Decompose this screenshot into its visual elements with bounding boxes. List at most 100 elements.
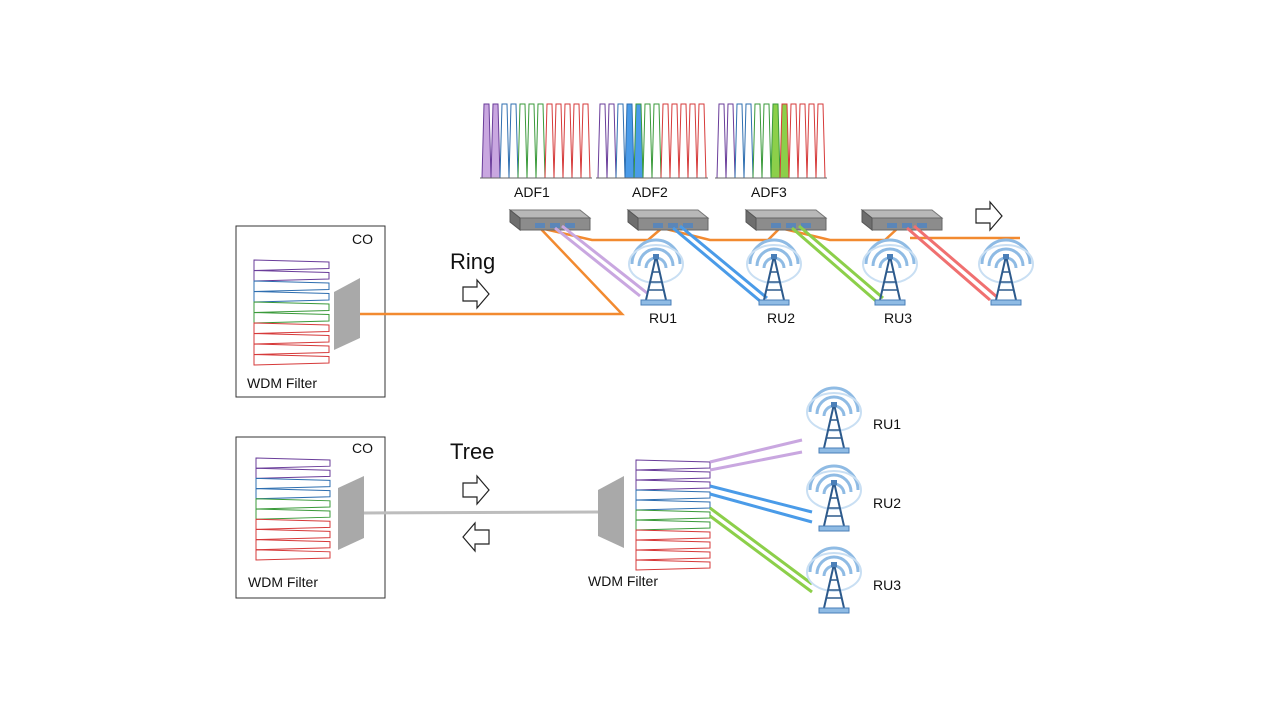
adf-spectrum-channel <box>797 103 808 179</box>
tree-remote-wdm-filter <box>635 459 711 571</box>
filter-channel <box>253 269 330 282</box>
adf3-device <box>745 209 827 231</box>
tree-ru1-label: RU1 <box>873 416 901 432</box>
filter-channel <box>635 549 711 561</box>
ring-co-mux <box>334 278 360 350</box>
adf-spectrum-channel <box>633 103 644 179</box>
ring-co-wdm-filter <box>253 259 330 366</box>
tree-ru2-tower-icon <box>805 464 863 533</box>
adf-spectrum-channel <box>597 103 608 179</box>
filter-channel <box>255 528 331 541</box>
adf-spectrum-channel <box>517 103 528 179</box>
filter-channel <box>635 519 711 531</box>
adf-spectrum-channel <box>743 103 754 179</box>
filter-channel <box>253 311 330 324</box>
tree-title: Tree <box>450 439 494 464</box>
adf4-device <box>861 209 943 231</box>
adf-spectrum-channel <box>725 103 736 179</box>
adf-spectrum-channel <box>499 103 510 179</box>
tree-drop-purple <box>709 438 803 472</box>
ring-co-box <box>235 225 386 398</box>
tree-ru1-tower-icon <box>805 386 863 455</box>
ring-co-filter-label: WDM Filter <box>247 375 317 391</box>
adf-spectrum-channel <box>660 103 671 179</box>
filter-channel <box>255 498 331 510</box>
ring-drop-purple <box>554 224 648 298</box>
filter-channel <box>253 322 330 335</box>
filter-channel <box>253 280 330 293</box>
adf-spectrum-channel <box>544 103 555 179</box>
filter-channel <box>253 259 330 272</box>
adf-spectrum-channel <box>651 103 662 179</box>
filter-channel <box>253 301 330 314</box>
adf-spectrum-channel <box>642 103 653 179</box>
filter-channel <box>635 479 711 491</box>
filter-channel <box>255 488 331 500</box>
adf-spectrum-channel <box>806 103 817 179</box>
adf-spectrum-channel <box>770 103 781 179</box>
adf-spectrum-channel <box>580 103 591 179</box>
tree-trunk-fiber <box>363 510 599 515</box>
filter-channel <box>255 508 331 520</box>
tree-downstream-arrow-icon <box>462 475 490 505</box>
adf-spectrum-channel <box>508 103 519 179</box>
adf-spectrum-channel <box>490 103 501 179</box>
adf-spectrum-channel <box>535 103 546 179</box>
adf2-label: ADF2 <box>632 184 668 200</box>
adf-spectrum-channel <box>815 103 826 179</box>
tree-upstream-arrow-icon <box>462 522 490 552</box>
filter-channel <box>255 549 331 561</box>
filter-channel <box>253 290 330 303</box>
ring-continue-arrow-icon <box>975 201 1003 231</box>
adf3-label: ADF3 <box>751 184 787 200</box>
adf-spectrum-channel <box>481 103 492 179</box>
adf-spectrum-channel <box>696 103 707 179</box>
filter-channel <box>635 499 711 511</box>
adf-spectrum-channel <box>687 103 698 179</box>
adf-spectrum-channel <box>788 103 799 179</box>
adf-spectrum-channel <box>669 103 680 179</box>
filter-channel <box>255 457 331 469</box>
adf-spectrum-channel <box>734 103 745 179</box>
tree-ru2-label: RU2 <box>873 495 901 511</box>
filter-channel <box>255 477 331 490</box>
filter-channel <box>635 489 711 501</box>
adf-spectrum-channel <box>779 103 790 179</box>
adf-spectrum-channel <box>606 103 617 179</box>
filter-channel <box>253 343 330 356</box>
ring-downstream-arrow-icon <box>462 279 490 309</box>
tree-remote-mux <box>598 476 624 548</box>
adf-spectrum-channel <box>624 103 635 179</box>
tree-remote-filter-label: WDM Filter <box>588 573 658 589</box>
filter-channel <box>635 539 711 551</box>
adf1-label: ADF1 <box>514 184 550 200</box>
filter-channel <box>255 518 331 530</box>
adf-spectrum-channel <box>571 103 582 179</box>
ring-drop-green <box>791 224 884 303</box>
tree-co-label: CO <box>352 440 373 456</box>
tree-co-wdm-filter <box>255 457 331 561</box>
adf-spectrum-channel <box>615 103 626 179</box>
filter-channel <box>635 459 711 471</box>
ring-drop-blue <box>672 224 768 303</box>
adf-spectrum-channel <box>562 103 573 179</box>
tree-ru3-tower-icon <box>805 546 863 615</box>
filter-channel <box>253 353 330 366</box>
adf2-device <box>627 209 709 231</box>
ring-title: Ring <box>450 249 495 274</box>
adf-spectrum-channel <box>553 103 564 179</box>
adf-spectrum-channel <box>761 103 772 179</box>
tree-co-filter-label: WDM Filter <box>248 574 318 590</box>
filter-channel <box>253 332 330 345</box>
tree-drop-blue <box>709 484 813 524</box>
filter-channel <box>635 529 711 541</box>
adf-spectrum-channel <box>526 103 537 179</box>
tree-co-mux <box>338 476 364 550</box>
ring-ru3-label: RU3 <box>884 310 912 326</box>
ring-ru1-label: RU1 <box>649 310 677 326</box>
ring-ru2-label: RU2 <box>767 310 795 326</box>
tree-ru3-label: RU3 <box>873 577 901 593</box>
ring-co-label: CO <box>352 231 373 247</box>
filter-channel <box>255 467 331 479</box>
